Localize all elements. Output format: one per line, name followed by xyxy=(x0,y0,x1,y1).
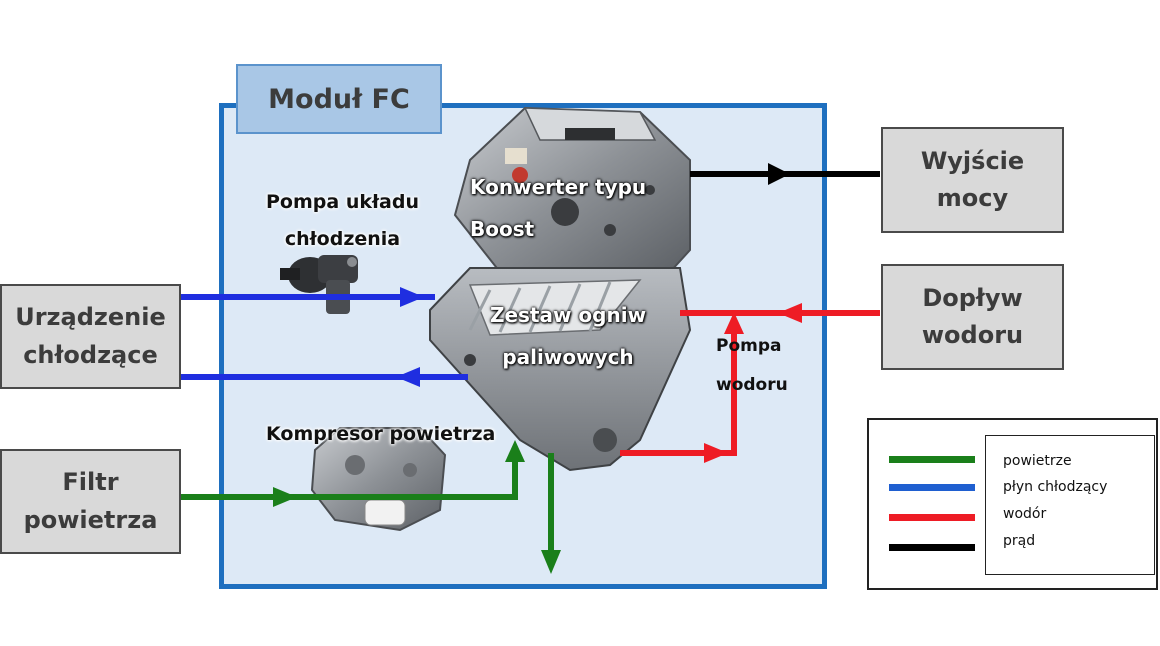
legend-swatch-air xyxy=(889,456,975,463)
power-arrow-out xyxy=(768,163,790,185)
air-arrow-up xyxy=(505,440,525,462)
hydrogen-supply-box: Dopływ wodoru xyxy=(881,264,1064,370)
coolant-flow-lines xyxy=(181,287,468,387)
legend-label-coolant: płyn chłodzący xyxy=(1003,479,1108,495)
cooling-device-box: Urządzenie chłodzące xyxy=(0,284,181,389)
hydrogen-arrow-up xyxy=(724,312,744,334)
module-title: Moduł FC xyxy=(236,64,442,134)
legend-swatch-coolant xyxy=(889,484,975,491)
air-compressor-image xyxy=(310,427,447,532)
coolant-pump-image xyxy=(280,255,358,314)
legend-label-hydrogen: wodór xyxy=(1003,506,1047,522)
air-arrow-exhaust xyxy=(541,550,561,574)
hydrogen-flow-lines xyxy=(620,303,880,463)
power-output-box: Wyjście mocy xyxy=(881,127,1064,233)
legend-label-air: powietrze xyxy=(1003,453,1072,469)
air-compressor-label: Kompresor powietrza xyxy=(266,423,496,445)
fuel-cell-stack-label: Zestaw ogniw paliwowych xyxy=(489,303,647,369)
legend: powietrze płyn chłodzący wodór prąd xyxy=(867,418,1158,590)
air-arrow-in xyxy=(273,487,297,507)
coolant-pump-label: Pompa układu chłodzenia xyxy=(266,191,419,250)
hydrogen-arrow-recirc xyxy=(704,443,728,463)
coolant-arrow-in xyxy=(400,287,424,307)
hydrogen-arrow-in xyxy=(778,303,802,323)
boost-converter-label: Konwerter typu Boost xyxy=(470,175,647,241)
hydrogen-pump-label: Pompa wodoru xyxy=(716,336,788,395)
air-filter-box: Filtr powietrza xyxy=(0,449,181,554)
air-flow-lines xyxy=(181,440,561,574)
boost-converter-image xyxy=(453,106,691,273)
legend-swatch-hydrogen xyxy=(889,514,975,521)
legend-swatch-power xyxy=(889,544,975,551)
legend-label-power: prąd xyxy=(1003,533,1036,549)
legend-label-frame xyxy=(985,435,1155,575)
coolant-arrow-out xyxy=(396,367,420,387)
power-flow-line xyxy=(690,163,880,185)
